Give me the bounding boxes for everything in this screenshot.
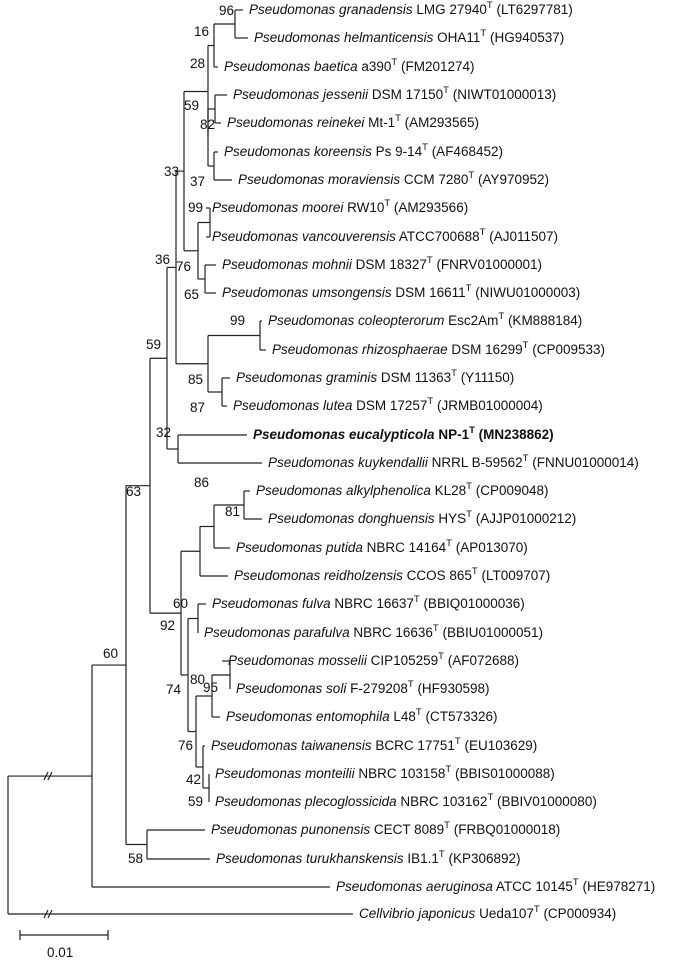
- bootstrap-n_pseudo: 60: [103, 646, 118, 661]
- bootstrap-n_bigA: 36: [155, 252, 170, 267]
- tree-branches: [7, 9, 353, 919]
- break-mark-inner-b: [47, 771, 53, 781]
- taxon-label-eucalypticola: Pseudomonas eucalypticola NP-1T (MN23886…: [253, 425, 554, 442]
- taxon-label-jessenii: Pseudomonas jessenii DSM 17150T (NIWT010…: [233, 85, 556, 102]
- bootstrap-n_AB: 63: [126, 484, 141, 499]
- taxon-label-aeruginosa: Pseudomonas aeruginosa ATCC 10145T (HE97…: [336, 877, 655, 894]
- bootstrap-n_mossgrp: 76: [178, 738, 193, 753]
- bootstrap-n_upper: 33: [164, 164, 179, 179]
- taxon-label-umsongensis: Pseudomonas umsongensis DSM 16611T (NIWU…: [222, 283, 580, 300]
- bootstrap-n_alk_dong: 81: [225, 504, 240, 519]
- taxon-label-moraviensis: Pseudomonas moraviensis CCM 7280T (AY970…: [238, 170, 549, 187]
- bootstrap-n_gran_helm: 96: [219, 3, 234, 18]
- taxon-label-parafulva: Pseudomonas parafulva NBRC 16636T (BBIU0…: [204, 623, 543, 640]
- bootstrap-n_mossent: 80: [190, 672, 205, 687]
- taxon-label-kuykendallii: Pseudomonas kuykendallii NRRL B-59562T (…: [268, 453, 639, 470]
- taxon-label-vancouverensis: Pseudomonas vancouverensis ATCC700688T (…: [212, 227, 558, 244]
- taxon-label-punonensis: Pseudomonas punonensis CECT 8089T (FRBQ0…: [211, 820, 560, 837]
- bootstrap-n_gh_baet: 16: [194, 24, 209, 39]
- bootstrap-n_euc_kuy: 32: [156, 425, 171, 440]
- taxon-label-baetica: Pseudomonas baetica a390T (FM201274): [224, 57, 475, 74]
- bootstrap-n_taiw: 42: [186, 772, 201, 787]
- scale-bar-label: 0.01: [47, 945, 73, 960]
- bootstrap-n_ghb_rest: 28: [190, 56, 205, 71]
- taxon-label-plecoglossicida: Pseudomonas plecoglossicida NBRC 103162T…: [215, 792, 597, 809]
- taxon-label-mohnii: Pseudomonas mohnii DSM 18327T (FNRV01000…: [222, 255, 542, 272]
- taxon-label-koreensis: Pseudomonas koreensis Ps 9-14T (AF468452…: [224, 142, 503, 159]
- bootstrap-n_cladeB: 92: [160, 618, 175, 633]
- taxon-label-graminis: Pseudomonas graminis DSM 11363T (Y11150): [236, 368, 514, 385]
- taxon-label-donghuensis: Pseudomonas donghuensis HYST (AJJP010002…: [268, 509, 576, 526]
- taxon-label-coleopterorum: Pseudomonas coleopterorum Esc2AmT (KM888…: [268, 311, 582, 328]
- taxon-label-fulva: Pseudomonas fulva NBRC 16637T (BBIQ01000…: [212, 594, 525, 611]
- taxon-label-monteilii: Pseudomonas monteilii NBRC 103158T (BBIS…: [215, 764, 555, 781]
- taxon-label-granadensis: Pseudomonas granadensis LMG 27940T (LT62…: [249, 0, 573, 17]
- bootstrap-n_kor_mor: 37: [190, 174, 205, 189]
- break-mark-inner-a: [43, 771, 49, 781]
- bootstrap-n_pun_tur: 58: [128, 851, 143, 866]
- bootstrap-n_cole_rhiz: 99: [230, 313, 245, 328]
- bootstrap-n_moorgrp: 76: [176, 259, 191, 274]
- taxon-label-lutea: Pseudomonas lutea DSM 17257T (JRMB010000…: [233, 396, 543, 413]
- bootstrap-values: 9616288259379965763399878536325981866095…: [103, 3, 245, 866]
- taxon-label-soli: Pseudomonas soli F-279208T (HF930598): [236, 679, 489, 696]
- taxon-label-turukhanskensis: Pseudomonas turukhanskensis IB1.1T (KP30…: [216, 849, 521, 866]
- bootstrap-n_fulv_moss: 74: [166, 682, 182, 697]
- bootstrap-n_jessgrp: 59: [184, 98, 199, 113]
- scale-bar: 0.01: [19, 930, 109, 960]
- bootstrap-n_colegrp: 85: [188, 372, 203, 387]
- bootstrap-n_moss_soli: 95: [203, 680, 218, 695]
- taxon-label-mosselii: Pseudomonas mosselii CIP105259T (AF07268…: [228, 651, 519, 668]
- taxon-labels: Pseudomonas granadensis LMG 27940T (LT62…: [204, 0, 655, 921]
- bootstrap-n_moor_vanc: 99: [188, 200, 203, 215]
- taxon-label-moorei: Pseudomonas moorei RW10T (AM293566): [212, 198, 468, 215]
- taxon-label-rhizosphaerae: Pseudomonas rhizosphaerae DSM 16299T (CP…: [272, 340, 605, 357]
- taxon-label-japonicus: Cellvibrio japonicus Ueda107T (CP000934): [359, 904, 616, 921]
- taxon-label-reidholzensis: Pseudomonas reidholzensis CCOS 865T (LT0…: [234, 566, 550, 583]
- taxon-label-reinekei: Pseudomonas reinekei Mt-1T (AM293565): [227, 113, 479, 130]
- taxon-label-entomophila: Pseudomonas entomophila L48T (CT573326): [226, 707, 498, 724]
- taxon-label-helmanticensis: Pseudomonas helmanticensis OHA11T (HG940…: [254, 28, 564, 45]
- taxon-label-alkylphenolica: Pseudomonas alkylphenolica KL28T (CP0090…: [256, 481, 549, 498]
- bootstrap-n_cladeA: 59: [146, 337, 161, 352]
- break-mark-outgroup-a: [43, 909, 49, 919]
- bootstrap-n_fulva: 60: [173, 596, 188, 611]
- bootstrap-n_mon_plec: 59: [188, 794, 203, 809]
- bootstrap-n_moh_ums: 65: [184, 287, 199, 302]
- bootstrap-n_jess_rein: 82: [200, 117, 215, 132]
- bootstrap-n_gram_lut: 87: [190, 400, 205, 415]
- taxon-label-taiwanensis: Pseudomonas taiwanensis BCRC 17751T (EU1…: [211, 736, 537, 753]
- bootstrap-n_alkput: 86: [194, 475, 209, 490]
- taxon-label-putida: Pseudomonas putida NBRC 14164T (AP013070…: [236, 538, 528, 555]
- break-mark-outgroup-b: [47, 909, 53, 919]
